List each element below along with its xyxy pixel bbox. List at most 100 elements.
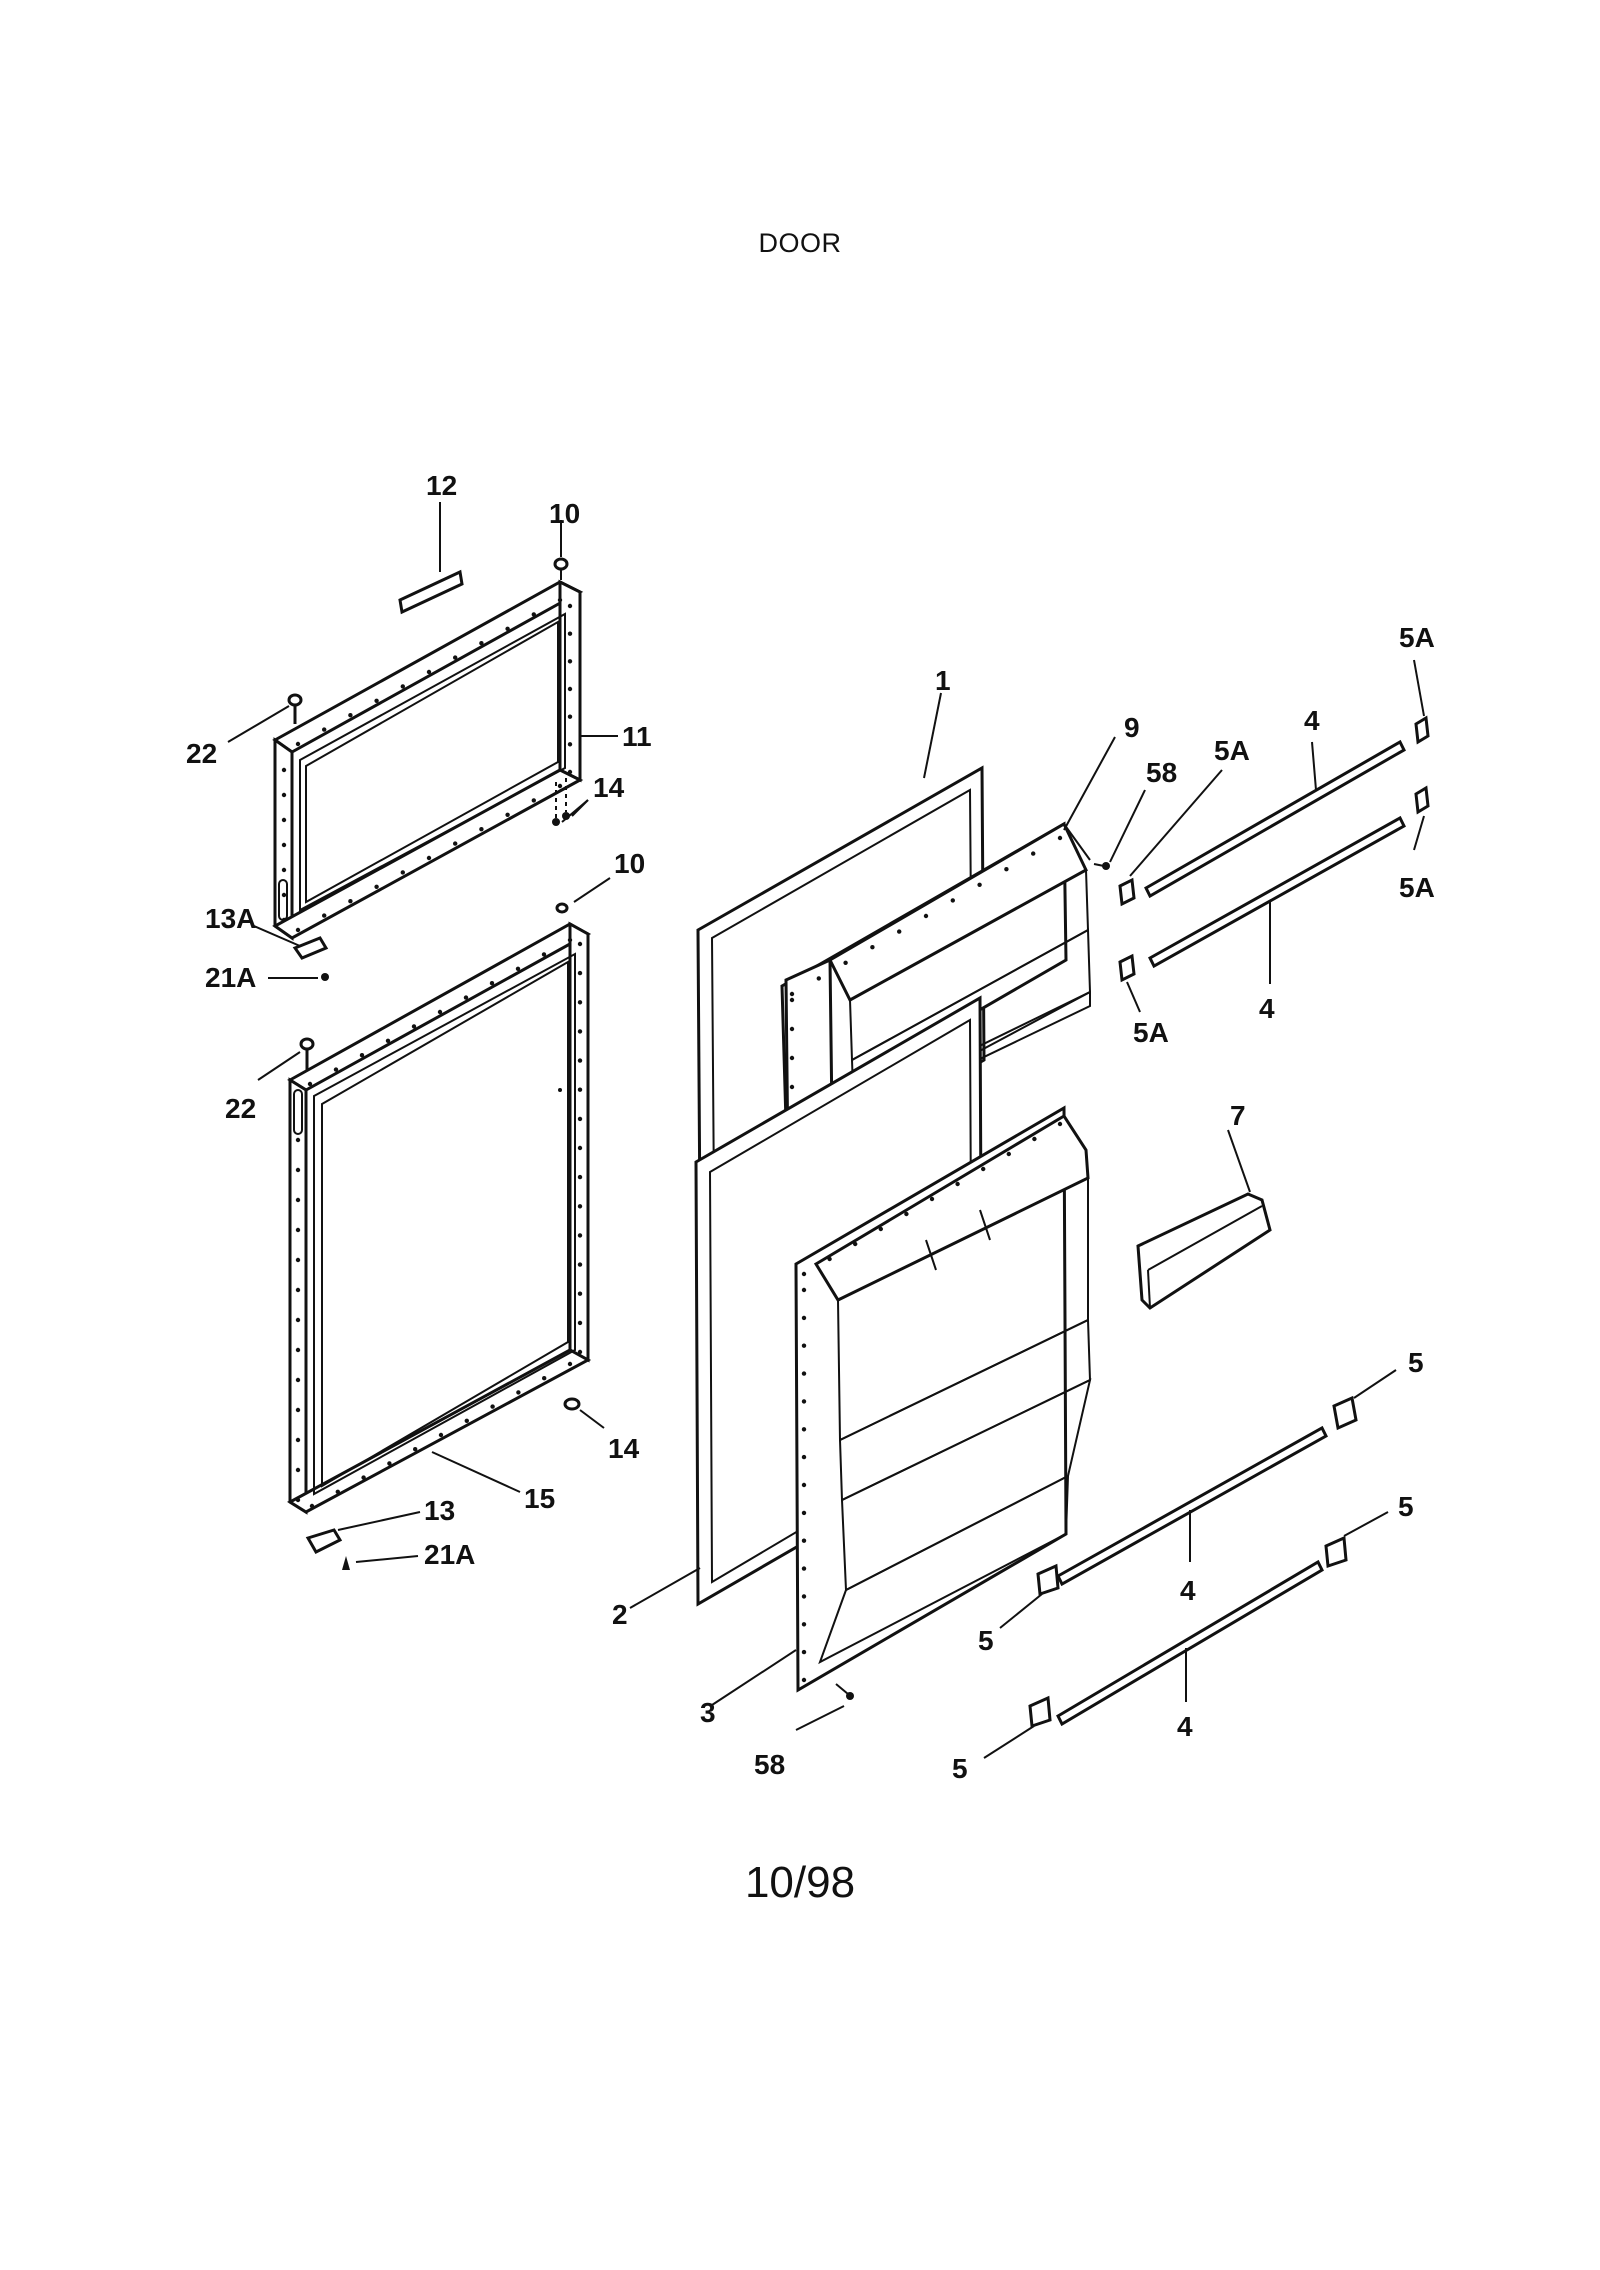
- screw-hole: [335, 1489, 340, 1495]
- screw-hole: [281, 792, 287, 798]
- screw-hole: [567, 742, 573, 747]
- screw-hole: [385, 1038, 391, 1044]
- screw-hole: [374, 698, 379, 703]
- screw-hole: [281, 817, 287, 823]
- screw-hole: [281, 917, 287, 923]
- part-15-fresh-food-door-frame: [287, 921, 592, 1515]
- part-22-mid-screw: [257, 1037, 315, 1081]
- screw-hole: [870, 945, 875, 950]
- screw-hole: [801, 1649, 807, 1655]
- screw-hole: [801, 1343, 807, 1348]
- screw-hole: [577, 1174, 583, 1180]
- callout-5-d: 5: [952, 1753, 968, 1784]
- screw-hole: [426, 669, 432, 675]
- screw-hole: [801, 1510, 807, 1516]
- part-22-top-screw: [227, 693, 303, 743]
- screw-hole: [977, 882, 982, 887]
- screw-hole: [577, 1058, 583, 1063]
- screw-hole: [1032, 1136, 1037, 1142]
- screw-hole: [577, 1029, 583, 1034]
- screw-hole: [567, 1361, 573, 1367]
- callout-13: 13: [424, 1495, 455, 1526]
- screw-hole: [801, 1538, 807, 1543]
- screw-hole: [322, 913, 327, 918]
- callout-3: 3: [700, 1697, 716, 1728]
- part-13-hinge: [305, 1511, 421, 1554]
- callout-5A-a: 5A: [1214, 735, 1250, 766]
- screw-hole: [309, 1503, 315, 1509]
- callout-58-bottom: 58: [754, 1749, 785, 1780]
- screw-hole: [479, 641, 484, 646]
- callout-5A-d: 5A: [1133, 1017, 1169, 1048]
- screw-hole: [359, 1053, 365, 1058]
- part-5A-clip-c: [1414, 785, 1430, 815]
- screw-hole: [295, 927, 301, 933]
- screw-hole: [789, 1055, 795, 1061]
- screw-hole: [490, 1404, 495, 1409]
- part-5A-clip-b: [1414, 715, 1430, 745]
- screw-hole: [295, 1377, 301, 1383]
- screw-hole: [531, 612, 536, 617]
- callout-4-a: 4: [1304, 705, 1320, 736]
- screw-hole: [801, 1271, 807, 1277]
- screw-hole: [577, 1233, 583, 1238]
- screw-hole: [295, 1137, 301, 1143]
- screw-hole: [567, 714, 573, 719]
- screw-hole: [463, 995, 469, 1000]
- callout-labels: 12 10 22 11 14 10 13A 21A 22 14 15 13 21…: [186, 470, 1435, 1784]
- screw-hole: [348, 899, 353, 904]
- part-12-label-plate: [398, 502, 464, 615]
- screw-hole: [929, 1196, 935, 1202]
- screw-hole: [1057, 835, 1063, 841]
- screw-hole: [400, 684, 405, 689]
- callout-5-c: 5: [978, 1625, 994, 1656]
- screw-hole: [489, 981, 495, 986]
- callout-5A-b: 5A: [1399, 622, 1435, 653]
- callout-2: 2: [612, 1599, 628, 1630]
- screw-hole: [801, 1566, 807, 1571]
- callout-13A: 13A: [205, 903, 256, 934]
- screw-hole: [801, 1677, 807, 1683]
- screw-hole: [295, 1257, 301, 1263]
- screw-hole: [295, 1437, 301, 1443]
- screw-hole: [827, 1256, 832, 1262]
- screw-hole: [577, 970, 583, 976]
- part-58-bottom-screw: [795, 1683, 854, 1731]
- callout-1: 1: [935, 665, 951, 696]
- diagram-title: DOOR: [758, 228, 842, 258]
- screw-hole: [295, 1407, 301, 1413]
- screw-hole: [577, 1000, 583, 1005]
- screw-hole: [464, 1418, 469, 1424]
- screw-hole: [801, 1622, 807, 1627]
- callout-21A-top: 21A: [205, 962, 256, 993]
- screw-hole: [801, 1427, 807, 1432]
- part-5-clip-d: [1028, 1695, 1052, 1729]
- callout-10-mid: 10: [614, 848, 645, 879]
- screw-hole: [1004, 867, 1009, 872]
- screw-hole: [295, 1317, 301, 1323]
- part-7-handle: [1136, 1129, 1272, 1310]
- screw-hole: [542, 1376, 547, 1381]
- callout-4-b: 4: [1259, 993, 1275, 1024]
- part-11-freezer-door-frame: [272, 579, 584, 941]
- screw-hole: [516, 1390, 521, 1395]
- screw-hole: [387, 1461, 392, 1466]
- part-5-clip-c: [1036, 1563, 1060, 1597]
- screw-hole: [577, 1320, 583, 1326]
- screw-hole: [333, 1067, 339, 1072]
- callout-14-top: 14: [593, 772, 625, 803]
- screw-hole: [801, 1482, 807, 1488]
- callout-58-top: 58: [1146, 757, 1177, 788]
- screw-hole: [541, 952, 547, 957]
- screw-hole: [505, 626, 510, 631]
- part-10-mid-plug: [555, 877, 611, 914]
- screw-hole: [801, 1315, 807, 1321]
- screw-hole: [577, 1291, 583, 1296]
- screw-hole: [789, 997, 795, 1003]
- part-21A-top-screw: [268, 973, 329, 981]
- screw-hole: [295, 1227, 301, 1233]
- screw-hole: [567, 603, 573, 609]
- screw-hole: [295, 1347, 301, 1353]
- revision-date: 10/98: [744, 1858, 856, 1907]
